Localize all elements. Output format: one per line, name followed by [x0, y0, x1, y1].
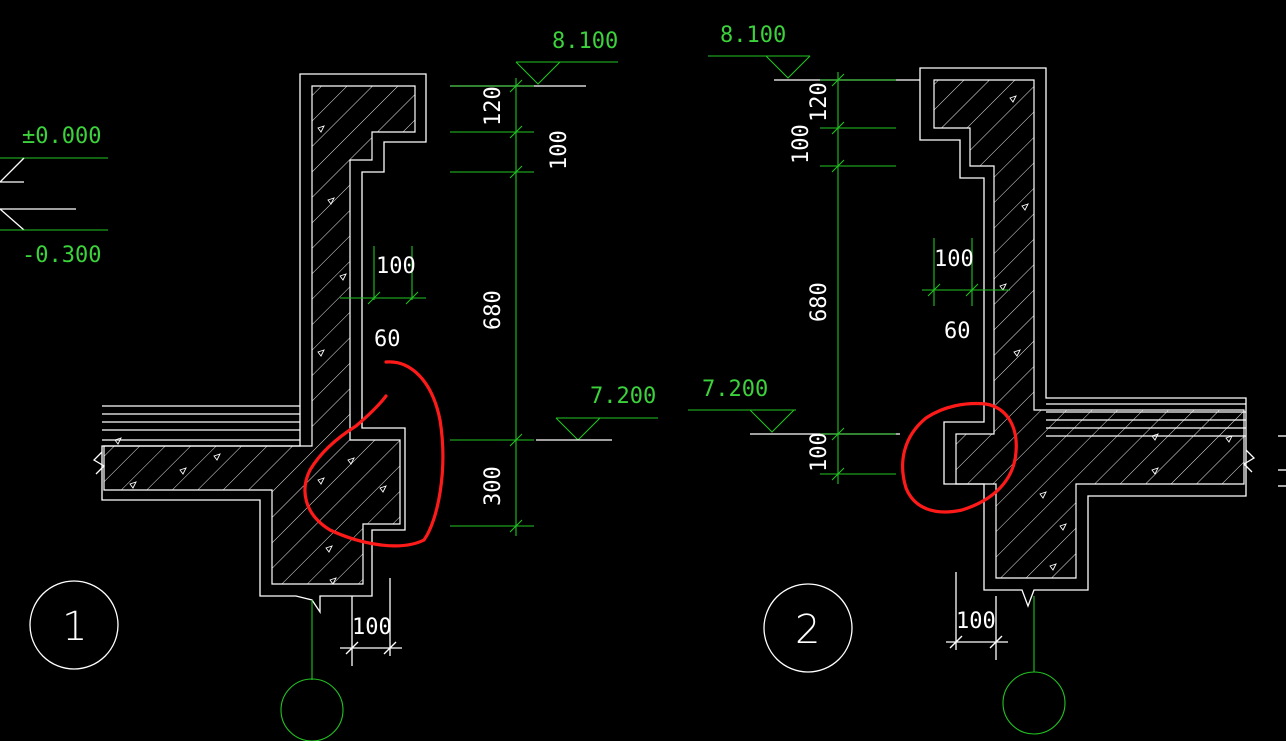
detail-2-dim-100-ledge: 100 [934, 247, 974, 272]
detail-1-dim-100-a: 100 [547, 130, 572, 170]
detail-1-red-markup-circle [303, 360, 445, 548]
detail-2-dim-60: 60 [944, 319, 971, 344]
detail-1-dim-300: 300 [481, 466, 506, 506]
detail-2-number-circle [763, 583, 853, 673]
detail-2-dim-680: 680 [807, 282, 832, 322]
detail-2-dim-100-b: 100 [807, 432, 832, 472]
detail-1-number: 1 [62, 604, 87, 650]
detail-1-dim-60: 60 [374, 327, 401, 352]
detail-2-elev-slab: 7.200 [702, 377, 768, 402]
detail-2-ledge-dim [922, 238, 1010, 306]
detail-2-elev-top: 8.100 [720, 23, 786, 48]
detail-2-dim-100-bottom: 100 [956, 609, 996, 634]
detail-1-vertical-dim-chain [450, 78, 534, 536]
detail-2-concrete-section [933, 79, 1245, 579]
elev-minus-label: -0.300 [22, 243, 101, 268]
detail-1-aggregate-marks [114, 125, 387, 585]
detail-1-axis-bubble [280, 678, 344, 741]
elev-zero-label: ±0.000 [22, 124, 101, 149]
detail-1-dim-680: 680 [481, 290, 506, 330]
detail-2-number: 2 [795, 607, 820, 653]
detail-2-bottom-dim [946, 572, 1008, 660]
detail-2-outer-outline [919, 67, 1247, 608]
detail-1-ledge-dim [340, 246, 426, 305]
detail-2-aggregate-marks [999, 95, 1233, 571]
detail-2-dim-120: 120 [807, 82, 832, 122]
detail-2-axis-bubble [1002, 671, 1066, 735]
detail-1-number-circle [29, 580, 119, 670]
detail-1-outer-outline [101, 73, 427, 615]
detail-1-dim-100-ledge: 100 [376, 254, 416, 279]
ground-level-markers: ±0.000 -0.300 [0, 124, 108, 268]
detail-2-dim-100-a: 100 [789, 124, 814, 164]
detail-1-elev-slab: 7.200 [590, 384, 656, 409]
detail-1-dim-100-bottom: 100 [352, 615, 392, 640]
detail-2-vertical-dim-chain [820, 72, 896, 484]
detail-1-bottom-dim [340, 578, 402, 666]
detail-1-elev-top: 8.100 [552, 29, 618, 54]
detail-1-dim-120: 120 [481, 86, 506, 126]
detail-1-concrete-section [103, 85, 416, 585]
detail-1: 1 8.100 7.200 120 100 680 300 [29, 29, 658, 741]
detail-2-red-markup-circle [901, 401, 1018, 514]
detail-2: 2 8.100 7.200 120 100 680 100 [688, 23, 1286, 735]
